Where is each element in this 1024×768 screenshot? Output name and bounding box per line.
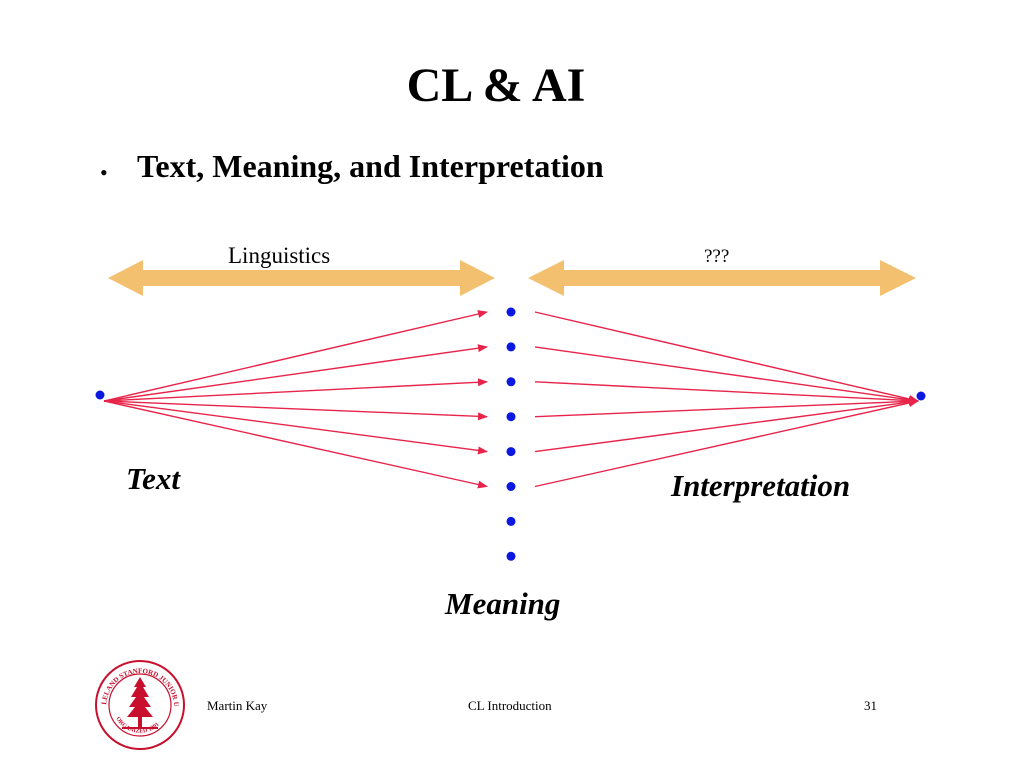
- linguistics-label: Linguistics: [228, 243, 331, 268]
- slide-title: CL & AI: [406, 59, 586, 112]
- meaning-to-interpretation-ray: [534, 346, 919, 404]
- footer-page-number: 31: [864, 698, 877, 713]
- seal-inner-ring: [108, 673, 172, 737]
- interpretation-point: [916, 391, 926, 401]
- unknown-label: ???: [704, 246, 730, 267]
- meaning-point: [506, 307, 516, 317]
- interpretation-label: Interpretation: [671, 468, 851, 503]
- dot-group: [95, 307, 926, 561]
- seal-bottom-text: ORGANIZED 1891: [114, 716, 160, 735]
- meaning-to-interpretation-ray: [534, 399, 919, 488]
- footer-author: Martin Kay: [207, 698, 268, 713]
- text-point: [95, 390, 105, 400]
- text-to-meaning-ray: [103, 344, 488, 402]
- text-to-meaning-ray: [103, 310, 488, 402]
- seal-tree-icon: [122, 677, 158, 729]
- meaning-label: Meaning: [445, 586, 561, 621]
- text-to-meaning-ray: [103, 400, 488, 421]
- bullet-marker: •: [100, 160, 108, 185]
- meaning-point: [506, 377, 516, 387]
- meaning-to-interpretation-ray: [534, 311, 919, 403]
- seal-outer-ring: [95, 660, 185, 750]
- meaning-point: [506, 551, 516, 561]
- meaning-to-interpretation-ray: [534, 397, 919, 418]
- ray-group: [103, 310, 919, 489]
- meaning-point: [506, 412, 516, 422]
- text-to-meaning-ray: [103, 378, 488, 402]
- footer-course: CL Introduction: [468, 698, 552, 713]
- text-to-meaning-ray: [103, 400, 488, 489]
- meaning-point: [506, 516, 516, 526]
- meaning-point: [506, 482, 516, 491]
- linguistics-double-arrow: [108, 260, 495, 296]
- unknown-double-arrow: [528, 260, 916, 296]
- bullet-text: Text, Meaning, and Interpretation: [137, 148, 604, 184]
- text-to-meaning-ray: [103, 400, 488, 455]
- meaning-to-interpretation-ray: [534, 381, 919, 405]
- meaning-point: [506, 342, 516, 352]
- stanford-seal-logo: LELAND STANFORD JUNIOR UNIVERSITY ORGANI…: [94, 659, 185, 750]
- text-label: Text: [126, 461, 180, 496]
- meaning-point: [506, 447, 516, 457]
- meaning-to-interpretation-ray: [534, 398, 919, 453]
